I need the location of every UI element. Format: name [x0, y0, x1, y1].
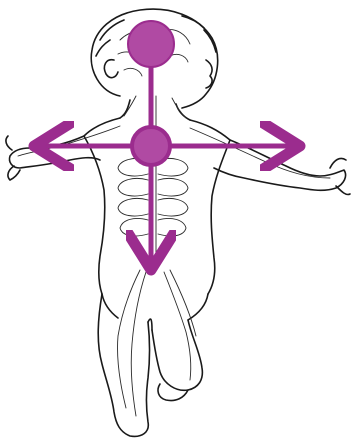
hip-outline — [102, 294, 208, 320]
left-hand-outline — [6, 136, 20, 180]
face-outline — [206, 60, 212, 88]
intercostal-nerves-left — [118, 158, 148, 236]
nerve-network — [18, 30, 330, 416]
spine-node — [132, 127, 170, 165]
intercostal-nerves-right — [158, 158, 188, 236]
signal-flow-overlay — [44, 21, 290, 260]
neck-nerves — [124, 96, 186, 118]
brain-node — [128, 21, 174, 67]
child-body-outline — [6, 9, 350, 436]
left-leg-outline — [98, 294, 149, 436]
leg-nerves-right — [164, 270, 196, 380]
leg-nerves-left — [117, 270, 146, 416]
ear-outline — [104, 60, 118, 78]
right-foot-outline — [158, 384, 188, 401]
